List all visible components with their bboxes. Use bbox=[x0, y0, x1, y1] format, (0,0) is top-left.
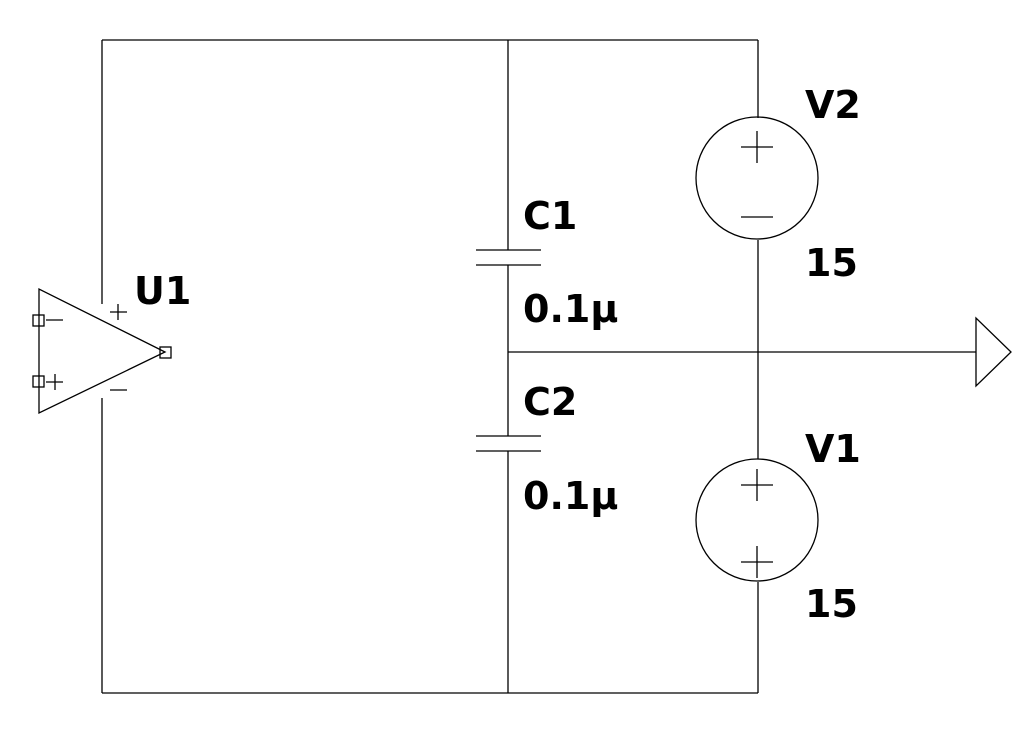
capacitor-c1 bbox=[476, 249, 541, 266]
v1-value-label: 15 bbox=[805, 582, 858, 626]
pin-output bbox=[159, 346, 172, 359]
v2-circle bbox=[695, 116, 819, 240]
v2-value-label: 15 bbox=[805, 241, 858, 285]
u1-ref-label: U1 bbox=[134, 269, 191, 313]
opamp-triangle bbox=[38, 287, 167, 415]
opamp-u1 bbox=[32, 287, 172, 415]
voltage-source-v2 bbox=[695, 116, 819, 240]
net-arrow-symbol bbox=[975, 316, 1012, 388]
v2-ref-label: V2 bbox=[805, 83, 861, 127]
c2-ref-label: C2 bbox=[523, 380, 577, 424]
capacitor-c2 bbox=[476, 435, 541, 452]
pin-inverting-input bbox=[32, 314, 45, 327]
c2-value-label: 0.1µ bbox=[523, 474, 618, 518]
c1-ref-label: C1 bbox=[523, 194, 577, 238]
pin-noninverting-input bbox=[32, 375, 45, 388]
wires bbox=[101, 39, 976, 694]
v1-circle bbox=[695, 458, 819, 582]
v1-ref-label: V1 bbox=[805, 427, 861, 471]
voltage-source-v1 bbox=[695, 458, 819, 582]
c1-value-label: 0.1µ bbox=[523, 287, 618, 331]
